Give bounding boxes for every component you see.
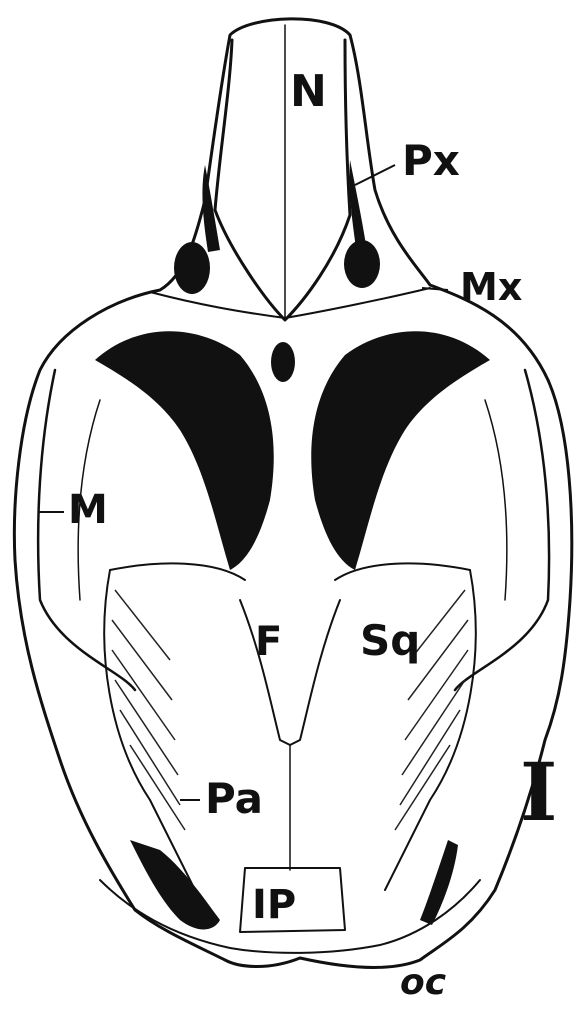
center-foramen xyxy=(271,342,295,382)
figure-number: I xyxy=(520,752,557,832)
label-nasal: N xyxy=(290,70,327,114)
nasal-outline xyxy=(215,40,350,320)
left-dark-fossa xyxy=(95,331,274,570)
right-foramen xyxy=(344,240,380,288)
label-occipital: oc xyxy=(400,965,446,1001)
label-squamosal: Sq xyxy=(360,620,420,662)
right-dark-fossa xyxy=(311,331,490,570)
label-premaxilla: Px xyxy=(402,140,460,182)
label-interparietal: IP xyxy=(252,885,296,925)
right-oc-shade xyxy=(420,840,458,925)
label-frontal: F xyxy=(255,622,282,662)
label-parietal: Pa xyxy=(205,778,263,820)
label-malar: M xyxy=(68,490,108,530)
left-foramen xyxy=(174,242,210,294)
label-maxilla: Mx xyxy=(460,268,522,306)
right-px-shade xyxy=(349,160,366,248)
